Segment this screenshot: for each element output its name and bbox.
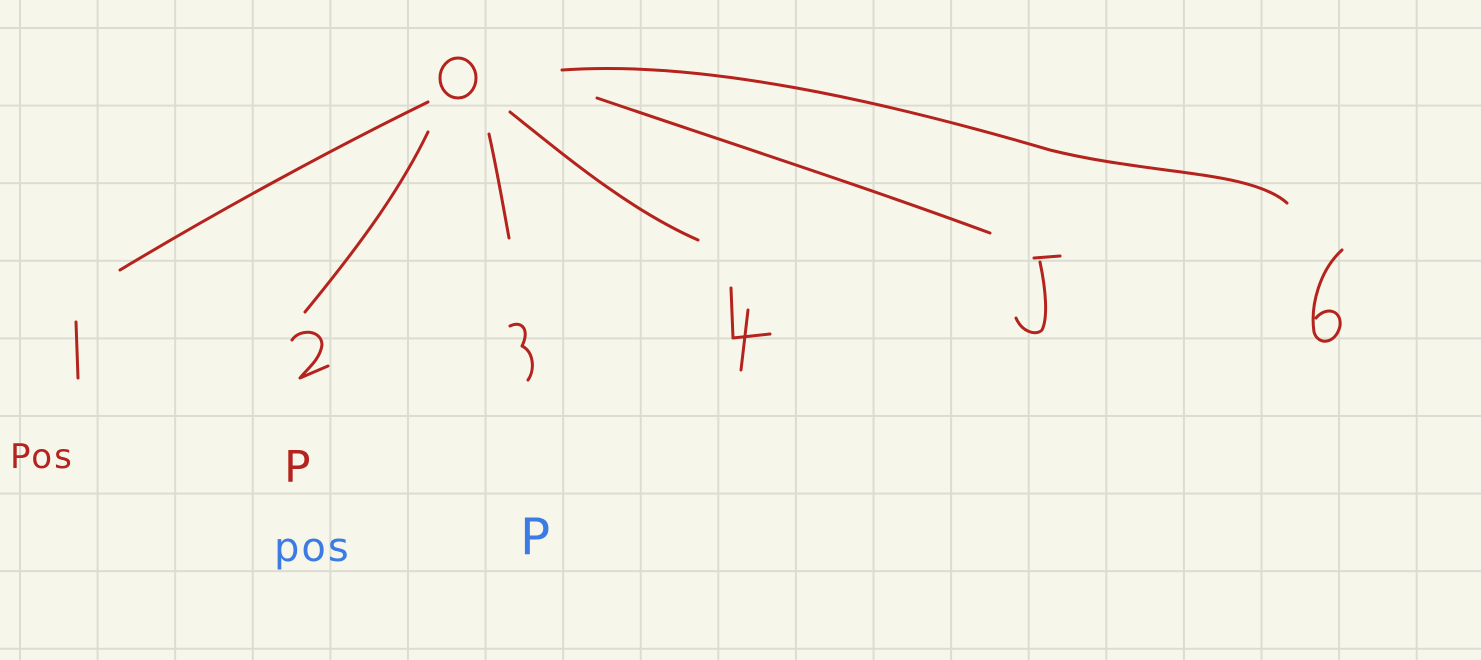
node-2 <box>290 330 330 380</box>
node-1 <box>74 320 80 380</box>
annotation-pos-under-1: Pos <box>10 437 74 477</box>
edge-0-5 <box>595 96 992 235</box>
edge-0-2 <box>303 130 430 314</box>
node-4 <box>729 286 772 372</box>
node-6 <box>1311 248 1344 343</box>
edge-0-1 <box>118 100 430 272</box>
annotation-p-under-2-red: P <box>284 442 313 493</box>
edge-0-4 <box>508 110 700 242</box>
edge-0-6 <box>560 66 1289 205</box>
edge-0-3 <box>487 132 511 240</box>
node-3 <box>508 322 534 382</box>
annotation-p-under-3-blue: P <box>520 508 553 566</box>
annotation-pos-under-2-blue: pos <box>274 525 351 571</box>
node-5 <box>1014 254 1062 335</box>
root-node-0 <box>438 56 478 100</box>
